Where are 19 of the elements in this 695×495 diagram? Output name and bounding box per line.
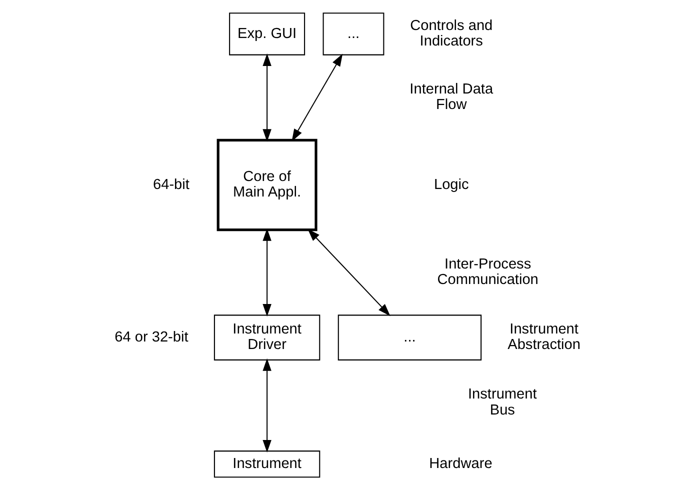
- label: Controls and Indicators: [410, 18, 493, 50]
- label: Instrument Abstraction: [508, 321, 580, 353]
- node-box: ...: [338, 314, 482, 360]
- node-box: Instrument Driver: [214, 314, 320, 360]
- label: Inter-Process Communication: [437, 256, 538, 288]
- node-box: ...: [322, 12, 384, 55]
- node-box: Exp. GUI: [229, 12, 306, 55]
- arrow: [308, 228, 390, 316]
- label: 64-bit: [153, 176, 190, 192]
- label: 64 or 32-bit: [114, 328, 188, 345]
- label: Internal Data Flow: [410, 81, 494, 113]
- node-box: Instrument: [214, 450, 320, 478]
- label: Logic: [434, 176, 469, 192]
- arrow: [262, 358, 272, 452]
- node-box: Core of Main Appl.: [216, 138, 318, 231]
- arrow: [262, 53, 272, 142]
- label: Hardware: [429, 455, 492, 472]
- arrow: [292, 53, 343, 141]
- label: Instrument Bus: [468, 386, 537, 418]
